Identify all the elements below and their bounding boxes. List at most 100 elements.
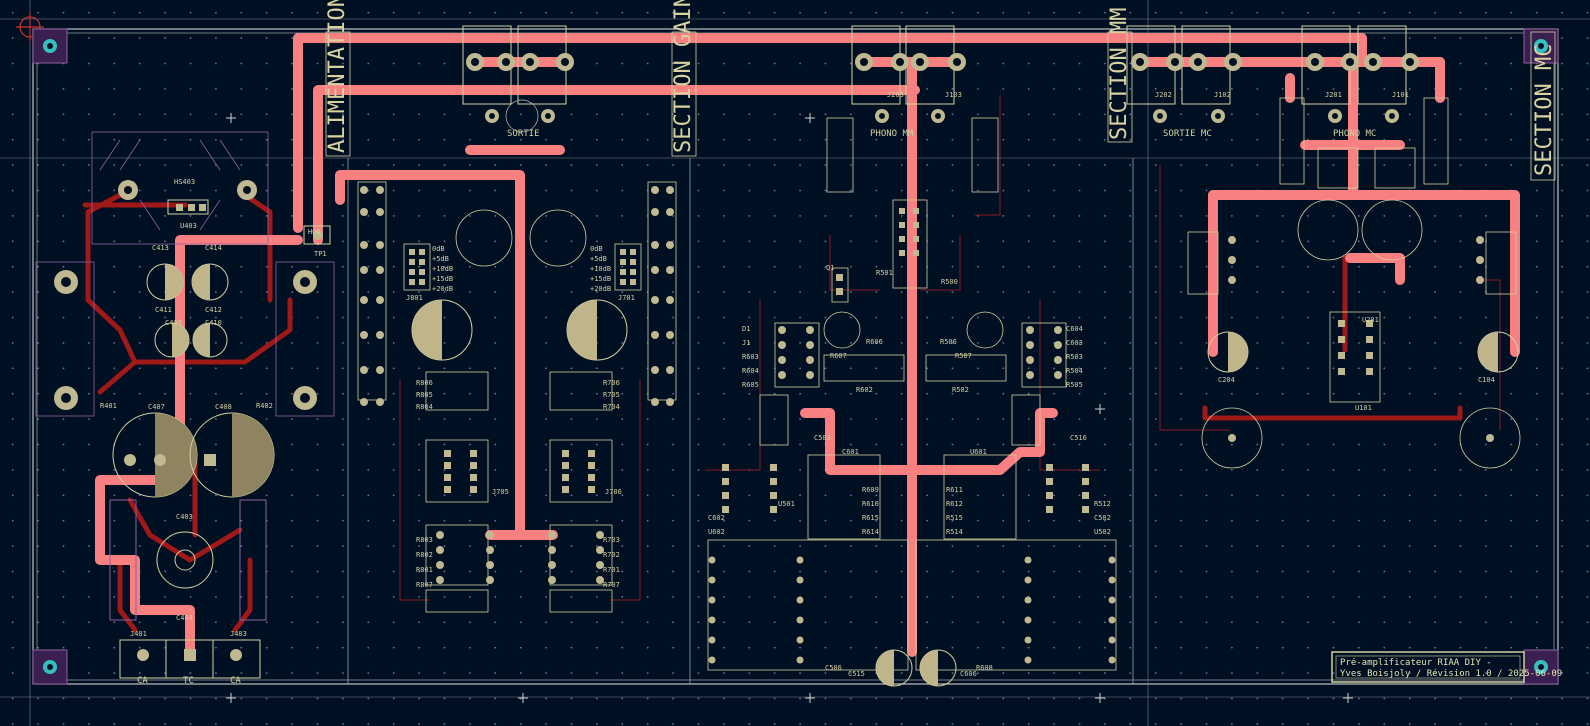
svg-text:J102: J102 [1214,91,1231,99]
svg-text:R501: R501 [876,269,893,277]
section-labels: ALIMENTATION SECTION GAIN SECTION MM SEC… [325,0,1557,176]
svg-text:+10dB: +10dB [590,265,611,273]
svg-text:C404: C404 [176,614,193,622]
heatsink-hs403 [91,131,269,245]
svg-text:R802: R802 [416,551,433,559]
title-line-2: Yves Boisjoly / Révision 1.0 / 2025-06-0… [1340,668,1562,679]
jack-j206-j106: SORTIE [462,25,574,139]
gain-table-left: 0dB +5dB +10dB +15dB +20dB [432,245,453,293]
svg-text:Q1: Q1 [826,264,834,272]
svg-text:R701: R701 [603,566,620,574]
svg-text:U101: U101 [1355,404,1372,412]
svg-text:R604: R604 [742,367,759,375]
svg-text:C506: C506 [825,664,842,672]
mounting-holes [32,28,1559,685]
svg-text:R614: R614 [862,528,879,536]
svg-text:R514: R514 [946,528,963,536]
svg-text:R611: R611 [946,486,963,494]
svg-text:TP1: TP1 [314,250,327,258]
svg-text:HOG: HOG [308,228,321,236]
svg-text:R702: R702 [603,551,620,559]
svg-text:J101: J101 [1392,91,1409,99]
section-label-alimentation: ALIMENTATION [325,0,350,153]
svg-text:R803: R803 [416,536,433,544]
section-dividers [347,158,1134,684]
svg-text:R602: R602 [856,386,873,394]
svg-text:C603: C603 [1066,339,1083,347]
svg-text:R605: R605 [742,381,759,389]
svg-text:C407: C407 [148,403,165,411]
svg-text:R615: R615 [862,514,879,522]
svg-text:R610: R610 [862,500,879,508]
label-sortie: SORTIE [507,129,540,139]
svg-text:C515: C515 [848,670,865,678]
jack-j203-j103: PHONO MM [851,25,966,139]
svg-text:+15dB: +15dB [590,275,611,283]
svg-text:J701: J701 [618,294,635,302]
svg-text:R806: R806 [416,379,433,387]
svg-text:R612: R612 [946,500,963,508]
svg-text:R703: R703 [603,536,620,544]
svg-text:C411: C411 [155,306,172,314]
svg-text:U601: U601 [970,448,987,456]
mounting-hole-tl [32,28,68,64]
svg-text:R804: R804 [416,403,433,411]
svg-text:U602: U602 [708,528,725,536]
jack-j201-j101: PHONO MC [1301,25,1419,139]
label-phono-mc: PHONO MC [1333,129,1376,139]
svg-text:R512: R512 [1094,500,1111,508]
svg-text:U201: U201 [1362,316,1379,324]
svg-text:+15dB: +15dB [432,275,453,283]
label-phono-mm: PHONO MM [870,129,914,139]
power-section: CA TC CA [35,131,335,686]
svg-text:C516: C516 [1070,434,1087,442]
svg-text:C503: C503 [814,434,831,442]
svg-text:R503: R503 [1066,353,1083,361]
mounting-hole-tr [1523,28,1559,64]
top-jacks: SORTIE PHONO MM SORTIE MC [462,25,1419,139]
svg-text:R608: R608 [976,664,993,672]
mm-section [707,117,1117,687]
svg-text:R500: R500 [941,278,958,286]
svg-text:R805: R805 [416,391,433,399]
svg-text:C409: C409 [165,319,182,327]
svg-text:R705: R705 [603,391,620,399]
svg-text:J401: J401 [130,630,147,638]
mounting-hole-bl [32,649,68,685]
svg-text:+10dB: +10dB [432,265,453,273]
gain-section: 0dB +5dB +10dB +15dB +20dB 0dB +5dB +10d… [357,181,677,613]
svg-text:C204: C204 [1218,376,1235,384]
svg-text:J801: J801 [406,294,423,302]
svg-text:R502: R502 [952,386,969,394]
svg-text:U403: U403 [180,222,197,230]
label-ca-right: CA [230,676,241,686]
svg-text:J201: J201 [1325,91,1342,99]
origin-marker [16,13,44,41]
section-label-mm: SECTION MM [1107,8,1132,140]
section-label-gain: SECTION GAIN [671,0,696,153]
label-sortie-mc: SORTIE MC [1163,129,1212,139]
svg-text:C410: C410 [205,319,222,327]
svg-text:D1: D1 [742,325,750,333]
title-block: Pré-amplificateur RIAA DIY - Yves Boisjo… [1331,651,1562,683]
svg-text:J706: J706 [605,488,622,496]
svg-text:R515: R515 [946,514,963,522]
svg-text:C412: C412 [205,306,222,314]
svg-text:HS403: HS403 [174,178,195,186]
svg-text:C413: C413 [152,244,169,252]
svg-text:R807: R807 [416,581,433,589]
svg-text:J203: J203 [887,91,904,99]
grid-crosshairs [226,113,1353,703]
svg-text:J705: J705 [492,488,509,496]
svg-text:C408: C408 [215,403,232,411]
label-frames [325,31,1556,181]
section-label-mc: SECTION MC [1532,44,1557,176]
svg-text:U502: U502 [1094,528,1111,536]
svg-text:+5dB: +5dB [590,255,607,263]
title-line-1: Pré-amplificateur RIAA DIY - [1340,657,1492,668]
svg-text:C602: C602 [708,514,725,522]
